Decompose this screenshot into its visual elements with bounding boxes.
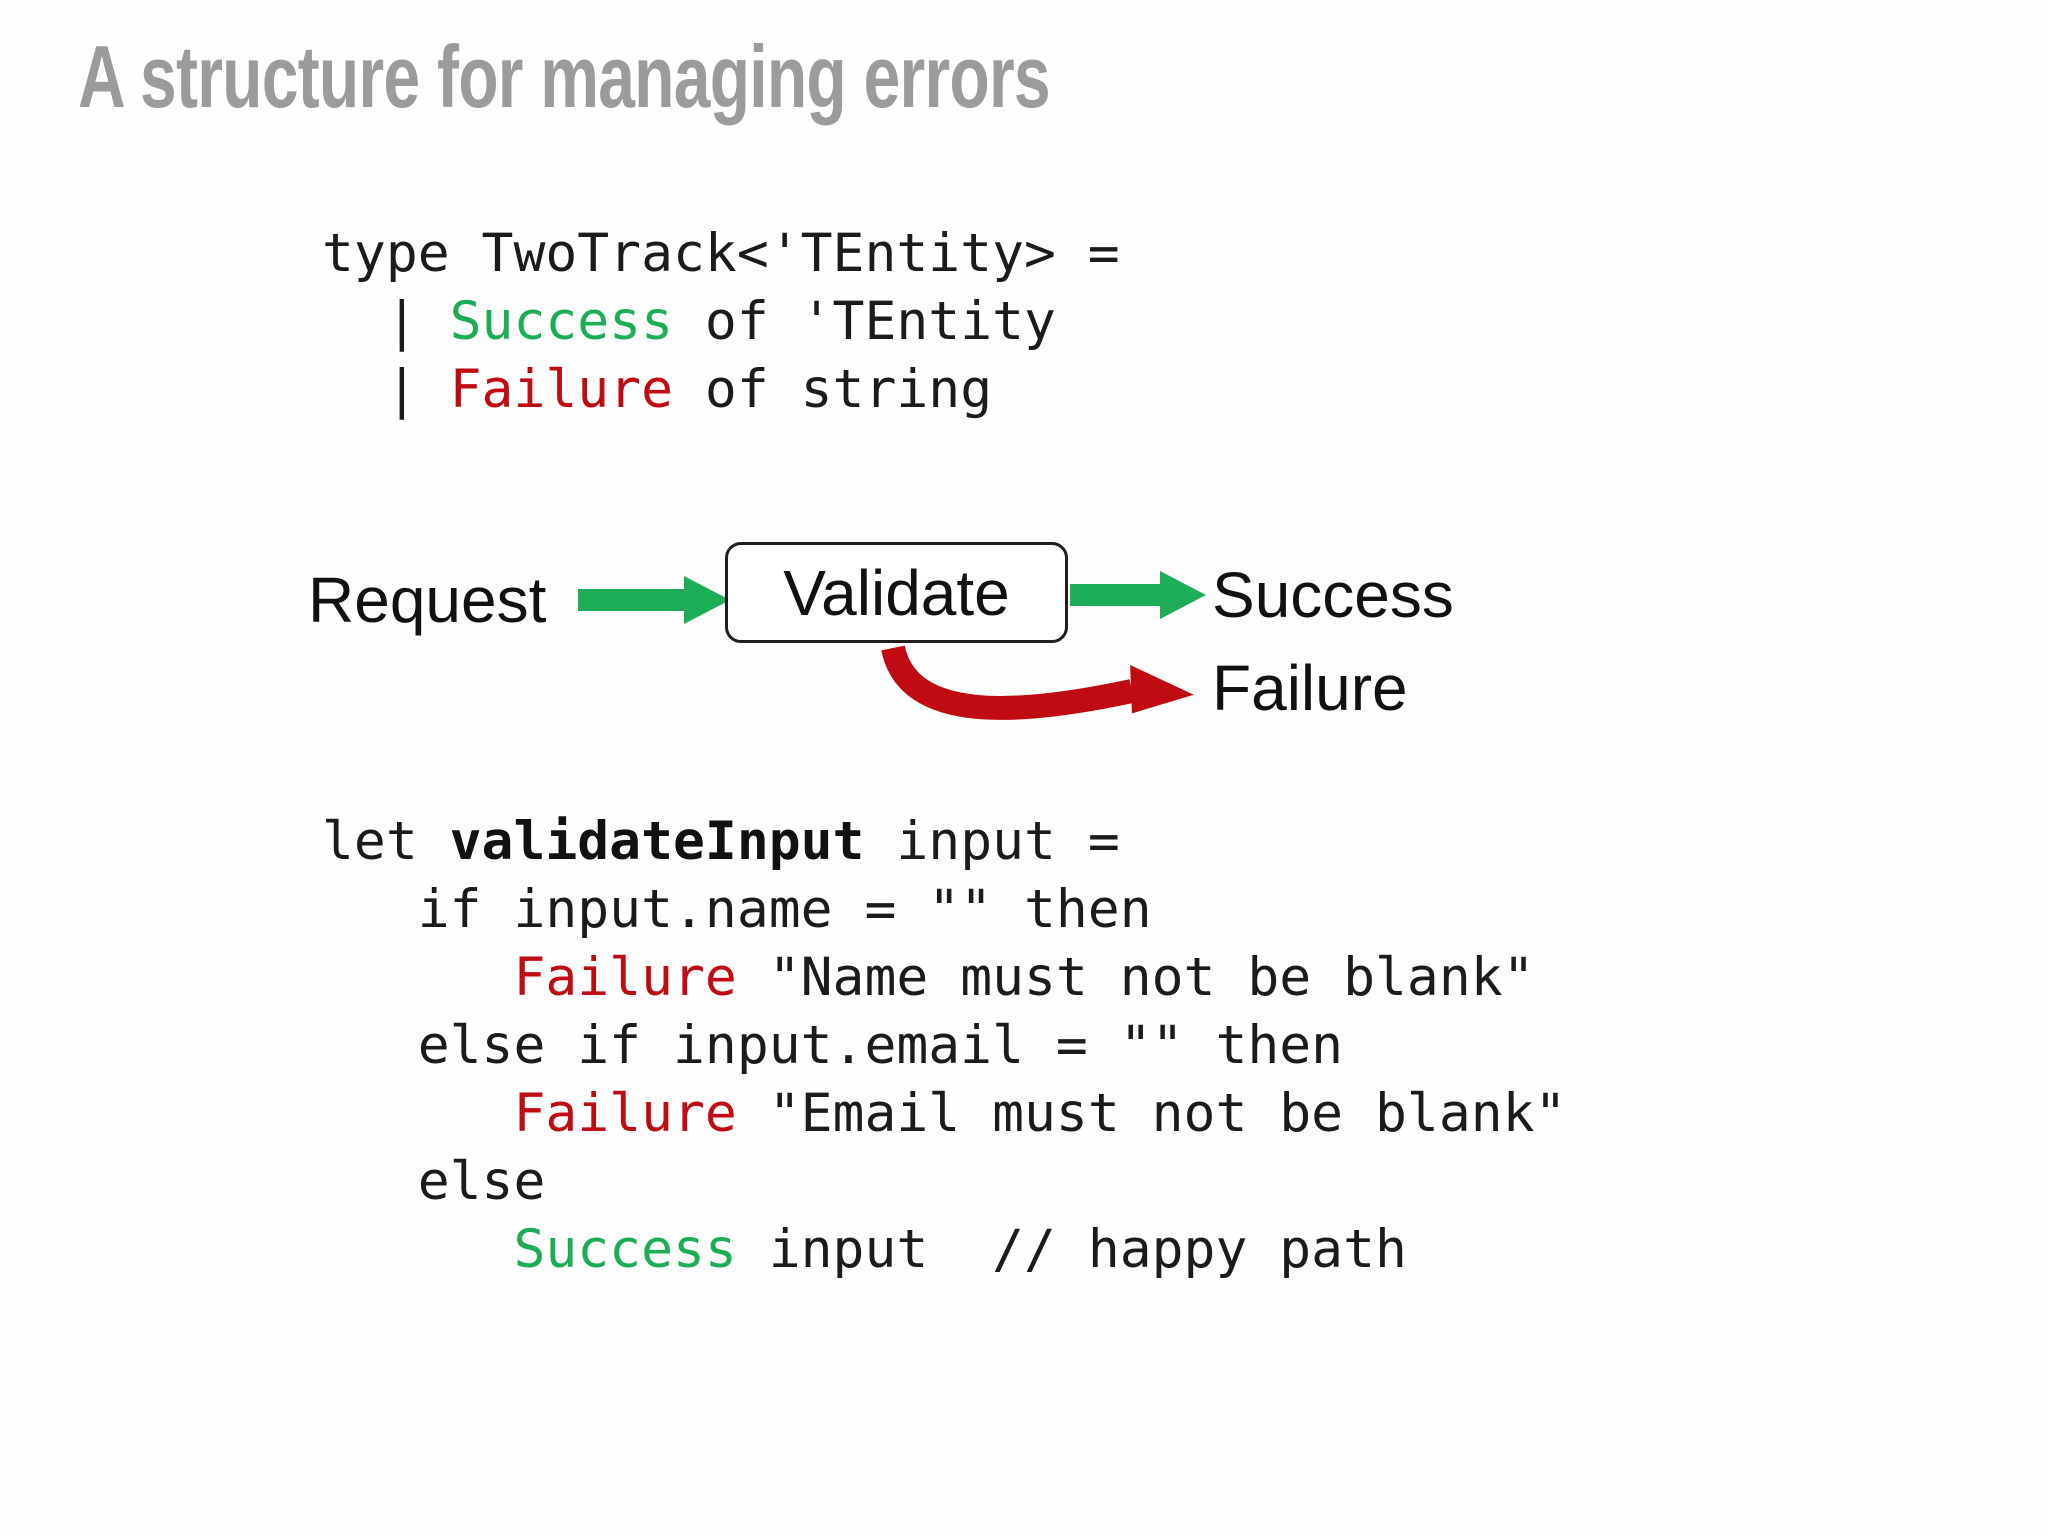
red-curved-arrow-validate-to-failure-icon	[881, 644, 1194, 720]
code-line: | Failure of string	[322, 359, 993, 420]
code-line: Failure "Name must not be blank"	[513, 947, 1535, 1008]
code-line: let validateInput input =	[322, 811, 1120, 872]
code-line: | Success of 'TEntity	[322, 291, 1056, 352]
code-line: type TwoTrack<'TEntity> =	[322, 223, 1120, 284]
page-title: A structure for managing errors	[78, 27, 1051, 126]
validate-box-label: Validate	[783, 556, 1010, 629]
green-arrow-validate-to-success-icon	[1070, 571, 1206, 619]
diagram-label-failure: Failure	[1212, 652, 1408, 724]
diagram-label-request: Request	[308, 564, 547, 636]
validate-box: Validate	[725, 542, 1068, 643]
code-line: else	[322, 1151, 546, 1212]
diagram-label-success: Success	[1212, 559, 1454, 631]
code-line: Success input // happy path	[513, 1219, 1407, 1280]
code-block-type-definition: type TwoTrack<'TEntity> = | Success of '…	[322, 220, 1120, 424]
code-line: else if input.email = "" then	[322, 1015, 1344, 1076]
code-block-validate-input: let validateInput input = if input.name …	[322, 808, 1566, 1284]
code-line: if input.name = "" then	[322, 879, 1152, 940]
code-line: Failure "Email must not be blank"	[513, 1083, 1567, 1144]
green-arrow-request-to-validate-icon	[578, 576, 730, 624]
